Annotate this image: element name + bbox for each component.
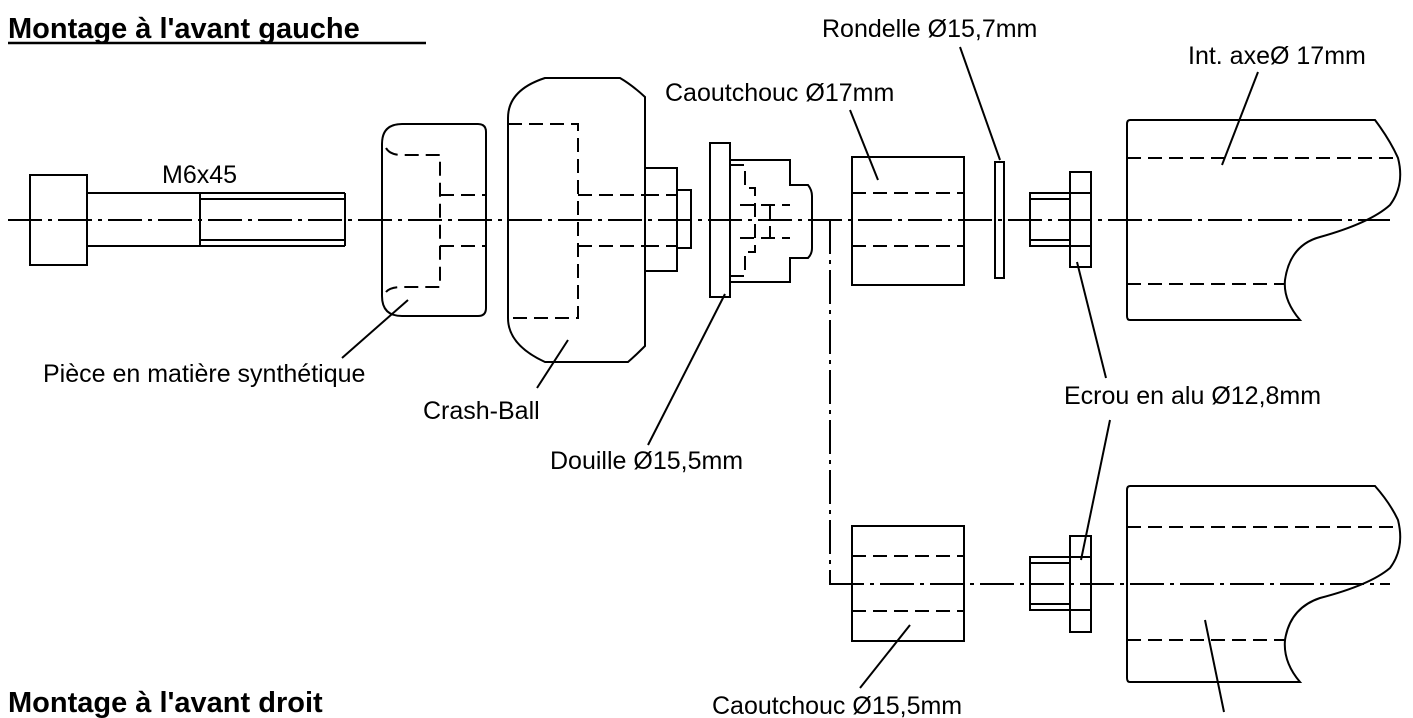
- rubber-17: [851, 156, 965, 286]
- bolt-m6x45: [29, 174, 346, 266]
- crash-ball-hub-inner: [676, 189, 692, 249]
- bushing-hidden-inner: [740, 204, 790, 239]
- bolt-head: [29, 174, 88, 266]
- synthetic-part: [381, 123, 487, 317]
- leader-synthetic-part: [341, 299, 409, 359]
- label-bushing: Douille Ø15,5mm: [550, 447, 743, 475]
- alu-nut-top: [1029, 171, 1092, 268]
- leader-bushing: [647, 293, 726, 446]
- label-washer: Rondelle Ø15,7mm: [822, 15, 1037, 43]
- leader-rubber-17: [849, 109, 879, 181]
- rubber-15-5: [851, 525, 965, 642]
- leader-crash-ball: [536, 339, 569, 389]
- leader-axle-bottom: [1204, 619, 1225, 713]
- synthetic-part-hidden-1: [385, 147, 441, 293]
- leader-axle-top: [1221, 71, 1259, 166]
- label-synthetic-part: Pièce en matière synthétique: [43, 360, 365, 388]
- crash-ball-hidden-inner: [508, 123, 579, 319]
- axle-bottom-outline: [1126, 485, 1402, 683]
- leader-lines: [341, 46, 1259, 713]
- rubber-17-body: [851, 156, 965, 286]
- crash-ball-outline: [507, 77, 646, 363]
- label-rubber-15-5: Caoutchouc Ø15,5mm: [712, 692, 962, 718]
- label-rubber-17: Caoutchouc Ø17mm: [665, 79, 894, 107]
- top-assembly: [8, 77, 1402, 585]
- bottom-assembly: [830, 485, 1402, 683]
- rubber-15-5-body: [851, 525, 965, 642]
- label-axle-interior: Int. axeØ 17mm: [1188, 42, 1366, 70]
- axle-top: [1126, 119, 1402, 321]
- washer: [994, 161, 1005, 279]
- title-front-right: Montage à l'avant droit: [8, 687, 323, 718]
- bushing-flange: [709, 142, 731, 298]
- crash-ball: [507, 77, 692, 363]
- axle-top-outline: [1126, 119, 1402, 321]
- label-alu-nut: Ecrou en alu Ø12,8mm: [1064, 382, 1321, 410]
- leader-washer: [959, 46, 1001, 161]
- leader-rubber-15-5: [859, 624, 911, 689]
- alu-nut-bottom: [1029, 535, 1092, 633]
- synthetic-part-outline: [381, 123, 487, 317]
- alu-nut-top-hex: [1069, 171, 1092, 268]
- leader-nut-top: [1076, 261, 1107, 379]
- alu-nut-bottom-hex: [1069, 535, 1092, 633]
- bushing: [709, 142, 830, 298]
- label-bolt: M6x45: [162, 161, 237, 189]
- label-crash-ball: Crash-Ball: [423, 397, 540, 425]
- bushing-body: [730, 159, 813, 283]
- axle-bottom: [1126, 485, 1402, 683]
- title-front-left: Montage à l'avant gauche: [8, 13, 360, 45]
- leader-nut-bottom: [1080, 419, 1111, 561]
